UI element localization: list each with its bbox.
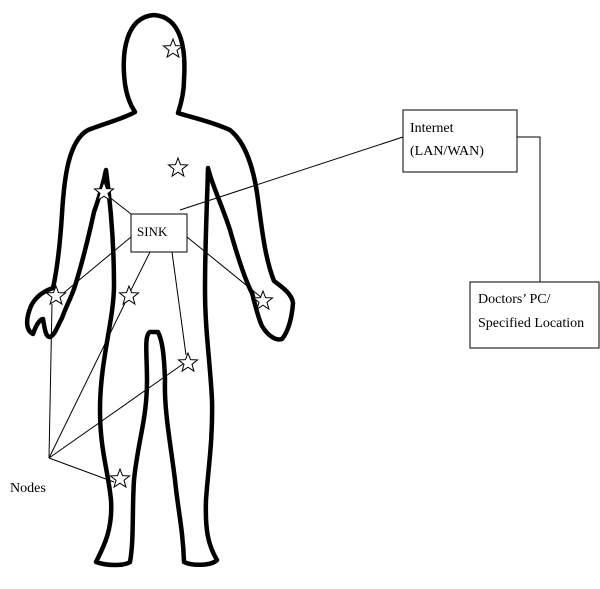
nodes-label: Nodes	[10, 481, 46, 496]
internet-to-doctor-line	[517, 137, 540, 282]
doctors-pc-label-line2: Specified Location	[478, 316, 584, 331]
internet-box: Internet (LAN/WAN)	[403, 110, 517, 172]
sink-label: SINK	[137, 224, 168, 239]
internet-label-line1: Internet	[410, 121, 454, 136]
internet-label-line2: (LAN/WAN)	[410, 144, 484, 159]
doctors-pc-label-line1: Doctors’ PC/	[478, 292, 551, 307]
doctors-pc-box: Doctors’ PC/ Specified Location	[470, 282, 599, 348]
sink-box: SINK	[131, 214, 187, 252]
